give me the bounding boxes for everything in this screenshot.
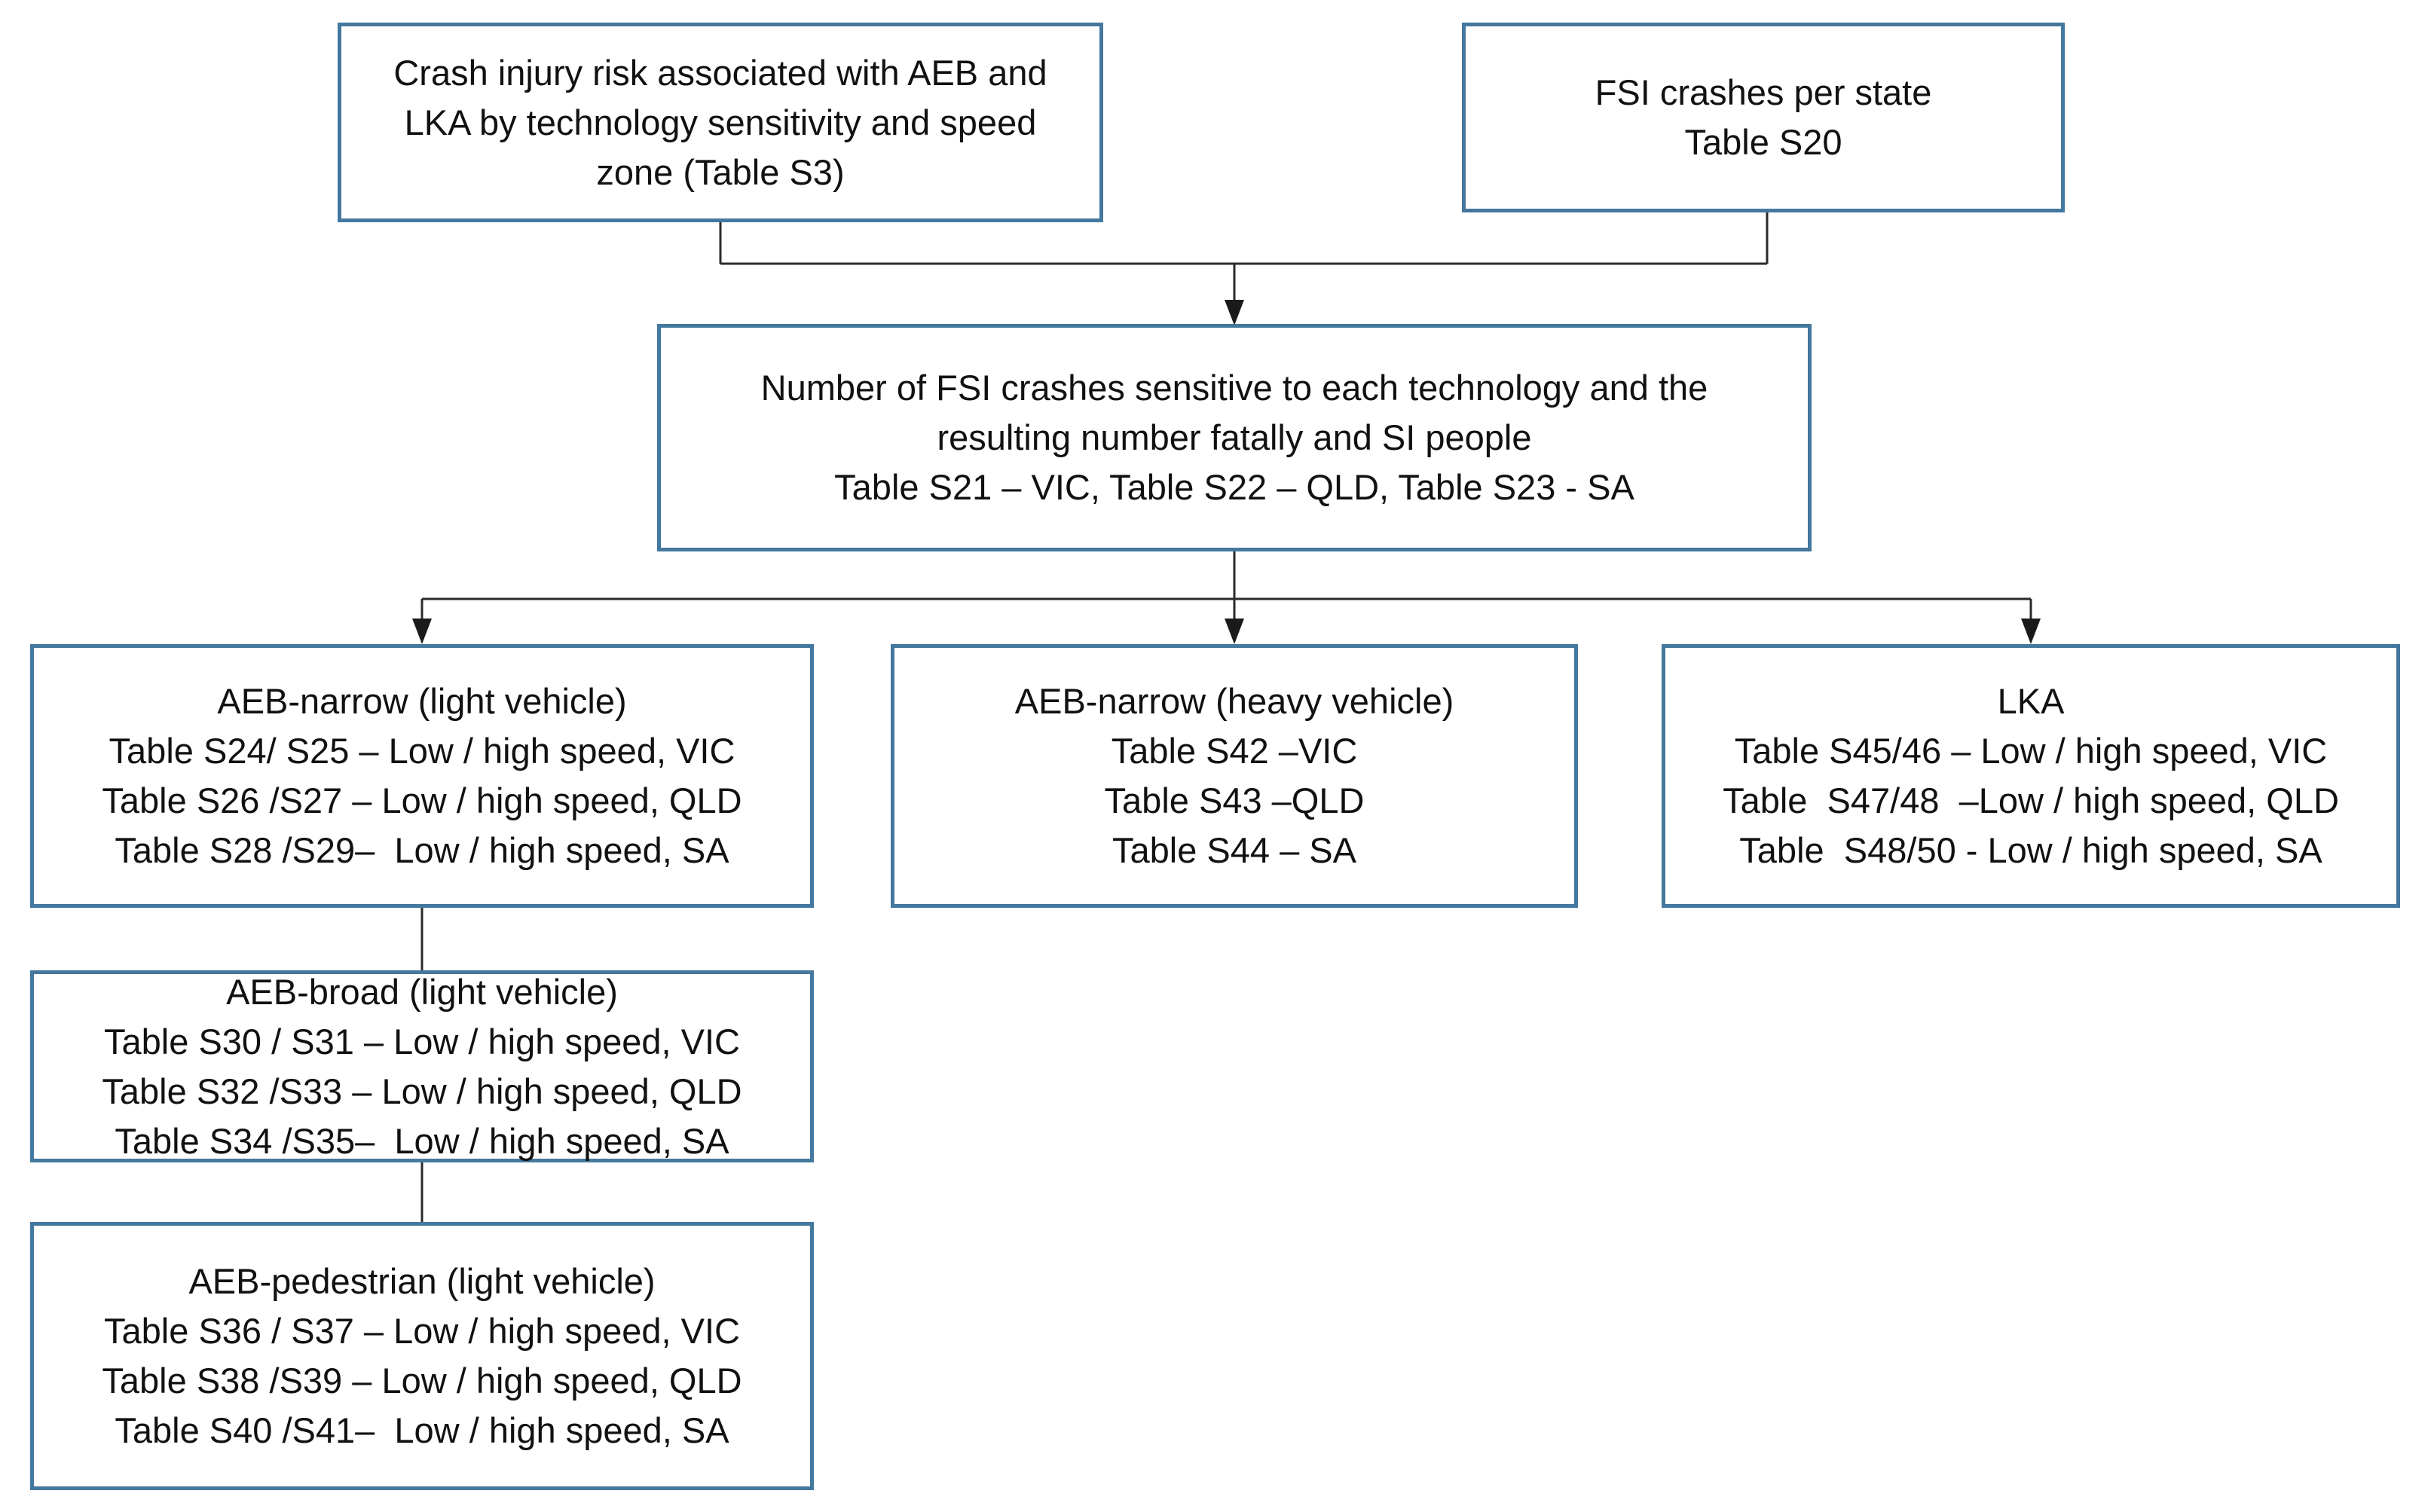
node-text-line: Table S47/48 –Low / high speed, QLD — [1723, 780, 2339, 820]
node-text-line: Table S30 / S31 – Low / high speed, VIC — [104, 1021, 740, 1061]
arrowhead-aeb-narrow-light — [412, 619, 432, 644]
node-text-line: Table S21 – VIC, Table S22 – QLD, Table … — [834, 467, 1634, 507]
node-text-line: AEB-narrow (light vehicle) — [217, 681, 627, 721]
arrowhead-s21 — [1225, 300, 1244, 325]
node-crash-injury-risk: Crash injury risk associated with AEB an… — [338, 23, 1103, 222]
node-text-line: Table S43 –QLD — [1104, 780, 1365, 820]
node-aeb-narrow-heavy: AEB-narrow (heavy vehicle) Table S42 –VI… — [891, 644, 1578, 908]
node-text-line: Table S36 / S37 – Low / high speed, VIC — [104, 1311, 740, 1351]
node-text-line: resulting number fatally and SI people — [937, 417, 1532, 457]
node-text-line: zone (Table S3) — [596, 151, 845, 192]
node-text-line: FSI crashes per state — [1595, 72, 1932, 112]
node-text-line: Crash injury risk associated with AEB an… — [393, 52, 1047, 93]
node-aeb-broad-light: AEB-broad (light vehicle) Table S30 / S3… — [30, 970, 814, 1162]
node-text-line: Table S48/50 - Low / high speed, SA — [1739, 830, 2322, 870]
node-aeb-narrow-light: AEB-narrow (light vehicle) Table S24/ S2… — [30, 644, 814, 908]
node-text-line: LKA by technology sensitivity and speed — [404, 102, 1037, 142]
node-text-line: LKA — [1997, 681, 2065, 721]
node-text-line: AEB-broad (light vehicle) — [226, 971, 618, 1012]
node-text-line: Table S38 /S39 – Low / high speed, QLD — [102, 1361, 742, 1401]
node-fsi-crashes-per-state: FSI crashes per state Table S20 — [1462, 23, 2065, 212]
node-text-line: Table S26 /S27 – Low / high speed, QLD — [102, 780, 742, 820]
arrowhead-aeb-narrow-heavy — [1225, 619, 1244, 644]
node-text-line: Table S40 /S41– Low / high speed, SA — [115, 1410, 729, 1450]
node-text-line: Table S45/46 – Low / high speed, VIC — [1734, 731, 2328, 771]
node-text-line: AEB-narrow (heavy vehicle) — [1014, 681, 1454, 721]
node-text-line: Table S42 –VIC — [1111, 731, 1358, 771]
node-text-line: Table S28 /S29– Low / high speed, SA — [115, 830, 729, 870]
node-fsi-crashes-sensitive: Number of FSI crashes sensitive to each … — [657, 324, 1812, 551]
node-text-line: Table S44 – SA — [1112, 830, 1356, 870]
node-aeb-pedestrian-light: AEB-pedestrian (light vehicle) Table S36… — [30, 1222, 814, 1490]
node-text-line: AEB-pedestrian (light vehicle) — [188, 1261, 656, 1301]
node-text-line: Number of FSI crashes sensitive to each … — [760, 368, 1708, 408]
node-text-line: Table S20 — [1684, 122, 1842, 162]
node-lka: LKA Table S45/46 – Low / high speed, VIC… — [1662, 644, 2400, 908]
arrowhead-lka — [2021, 619, 2041, 644]
node-text-line: Table S24/ S25 – Low / high speed, VIC — [109, 731, 735, 771]
node-text-line: Table S32 /S33 – Low / high speed, QLD — [102, 1071, 742, 1111]
node-text-line: Table S34 /S35– Low / high speed, SA — [115, 1120, 729, 1161]
